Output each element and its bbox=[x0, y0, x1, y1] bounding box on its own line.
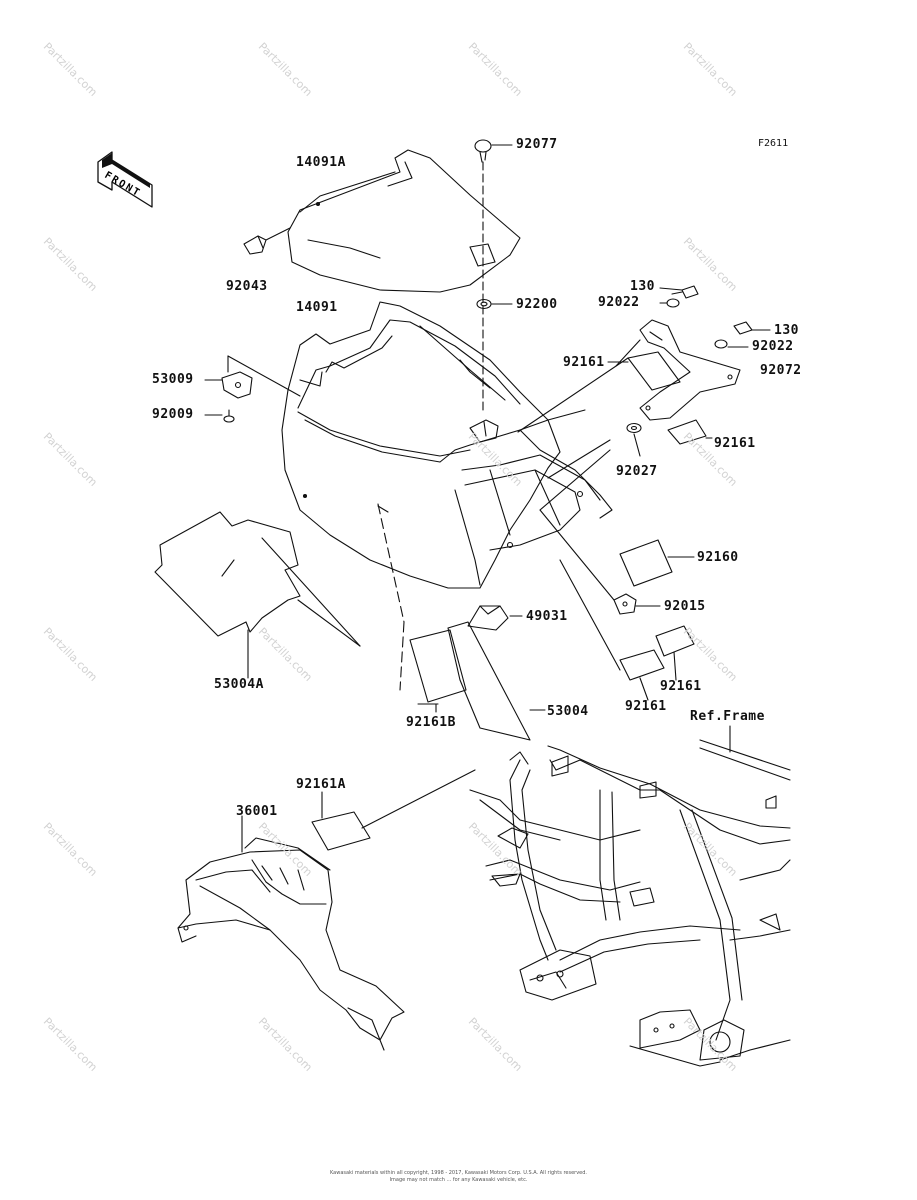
part-label-14091[interactable]: 14091 bbox=[296, 300, 338, 315]
decal-92161-lower-left bbox=[559, 559, 665, 701]
pad-on-cover bbox=[469, 419, 499, 443]
decal-92161-upper bbox=[517, 339, 681, 433]
washer-92022-upper bbox=[659, 298, 680, 308]
decal-92161-right bbox=[539, 419, 713, 511]
washer-92200 bbox=[476, 298, 513, 310]
screw-92009 bbox=[204, 409, 235, 423]
part-label-92161-lower-right[interactable]: 92161 bbox=[660, 679, 702, 694]
part-label-49031[interactable]: 49031 bbox=[526, 609, 568, 624]
part-label-130-lower[interactable]: 130 bbox=[774, 323, 799, 338]
bracket-92072 bbox=[639, 319, 741, 421]
mat-53004 bbox=[447, 621, 546, 741]
ref-frame bbox=[469, 725, 791, 1067]
bolt-130-upper bbox=[659, 285, 699, 299]
decal-92161a bbox=[311, 769, 476, 851]
part-label-14091a[interactable]: 14091A bbox=[296, 155, 346, 170]
copyright-footer: Kawasaki materials within all copyright,… bbox=[329, 1170, 588, 1176]
bolt-130-lower bbox=[733, 321, 771, 335]
clip-92043 bbox=[243, 227, 291, 255]
part-label-92161-lower-left[interactable]: 92161 bbox=[625, 699, 667, 714]
mat-53004a bbox=[154, 503, 405, 691]
part-label-92022-upper[interactable]: 92022 bbox=[598, 295, 640, 310]
part-label-53004[interactable]: 53004 bbox=[547, 704, 589, 719]
clip-92015 bbox=[539, 509, 661, 615]
cover-14091a bbox=[287, 149, 521, 293]
duct-36001 bbox=[177, 815, 405, 1051]
ref-frame-label[interactable]: Ref.Frame bbox=[690, 709, 765, 724]
part-label-92161a[interactable]: 92161A bbox=[296, 777, 346, 792]
diagram-code: F2611 bbox=[758, 138, 789, 149]
front-arrow-icon bbox=[97, 151, 153, 208]
part-label-92077[interactable]: 92077 bbox=[516, 137, 558, 152]
part-label-53009[interactable]: 53009 bbox=[152, 372, 194, 387]
part-label-92015[interactable]: 92015 bbox=[664, 599, 706, 614]
cover-14091 bbox=[281, 301, 613, 589]
rivet-92077 bbox=[474, 139, 513, 163]
part-label-92161b[interactable]: 92161B bbox=[406, 715, 456, 730]
washer-92022-lower bbox=[714, 339, 749, 349]
part-label-92022-lower[interactable]: 92022 bbox=[752, 339, 794, 354]
part-label-92200[interactable]: 92200 bbox=[516, 297, 558, 312]
part-label-92072[interactable]: 92072 bbox=[760, 363, 802, 378]
part-label-92160[interactable]: 92160 bbox=[697, 550, 739, 565]
part-label-92161-upper[interactable]: 92161 bbox=[563, 355, 605, 370]
washer-92027 bbox=[626, 422, 642, 457]
part-label-92161-right[interactable]: 92161 bbox=[714, 436, 756, 451]
decal-92160 bbox=[619, 539, 695, 587]
part-label-92027[interactable]: 92027 bbox=[616, 464, 658, 479]
bracket-53009 bbox=[204, 355, 301, 399]
part-label-53004a[interactable]: 53004A bbox=[214, 677, 264, 692]
decal-92161-lower-right bbox=[655, 625, 695, 681]
part-label-36001[interactable]: 36001 bbox=[236, 804, 278, 819]
cushion-49031 bbox=[467, 605, 523, 631]
copyright-footer-2: Image may not match ... for any Kawasaki… bbox=[389, 1177, 528, 1183]
part-label-92009[interactable]: 92009 bbox=[152, 407, 194, 422]
decal-92161b bbox=[409, 629, 467, 713]
part-label-92043[interactable]: 92043 bbox=[226, 279, 268, 294]
part-label-130-upper[interactable]: 130 bbox=[630, 279, 655, 294]
